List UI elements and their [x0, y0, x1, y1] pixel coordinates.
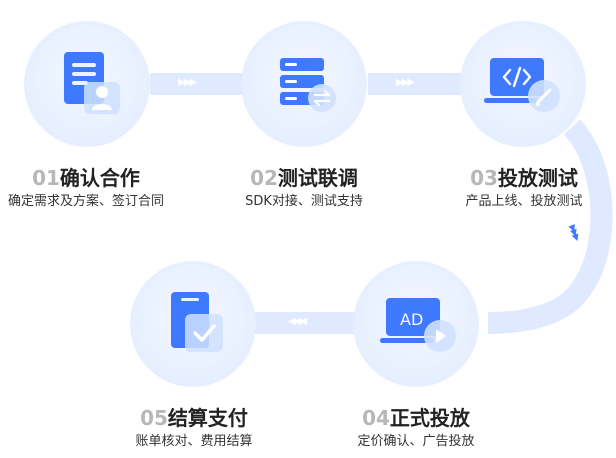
step-2-title: 02测试联调 — [250, 162, 358, 191]
ad-text: AD — [400, 310, 423, 329]
step-2-title-text: 测试联调 — [277, 166, 358, 190]
step-2-number: 02 — [250, 166, 278, 190]
step-2-desc: SDK对接、测试支持 — [245, 194, 363, 209]
arrows-left-4-5: ◀◀◀ — [288, 316, 307, 327]
connector-2-3 — [368, 73, 466, 95]
server-sync-icon — [280, 58, 336, 112]
step-4-title-text: 正式投放 — [389, 406, 470, 430]
document-user-icon — [64, 52, 120, 114]
step-1-desc: 确定需求及方案、签订合同 — [7, 194, 165, 209]
step-1-title-text: 确认合作 — [59, 166, 140, 190]
step-4-title: 04正式投放 — [362, 402, 470, 431]
ad-play-laptop-icon: AD — [380, 298, 456, 352]
step-4-number: 04 — [362, 406, 390, 430]
step-1-number: 01 — [32, 166, 60, 190]
step-3-title: 03投放测试 — [470, 162, 578, 191]
step-1-title: 01确认合作 — [32, 162, 140, 191]
step-4-desc: 定价确认、广告投放 — [357, 434, 475, 449]
connector-5-4 — [254, 312, 360, 334]
arrows-right-1-2: ▶▶▶ — [178, 77, 197, 88]
step-5-number: 05 — [140, 406, 168, 430]
step-3-title-text: 投放测试 — [497, 166, 578, 190]
step-3-number: 03 — [470, 166, 498, 190]
code-laptop-icon — [484, 58, 560, 112]
step-5-title: 05结算支付 — [140, 402, 248, 431]
tablet-check-icon — [171, 292, 223, 352]
arrows-right-2-3: ▶▶▶ — [396, 77, 415, 88]
step-5-title-text: 结算支付 — [167, 406, 248, 430]
step-5-desc: 账单核对、费用结算 — [135, 434, 253, 449]
connector-1-2 — [150, 73, 248, 95]
step-3-desc: 产品上线、投放测试 — [465, 194, 583, 209]
